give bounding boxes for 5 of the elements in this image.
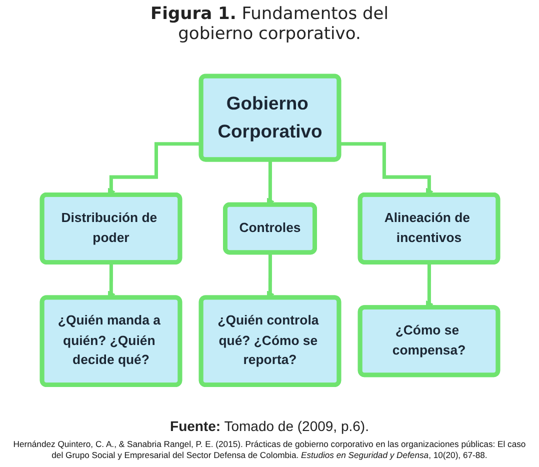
arrow bbox=[106, 142, 201, 196]
citation-text: Hernández Quintero, C. A., & Sanabria Rangel, P. E. (2015). Prácticas de gobierno corporativo en las organizaciones públicas: El caso del Grupo Social y Empresarial del Sector Defensa de Colombia. Estudios en Seguridad y Defensa, 10(20), 67-88. bbox=[12, 438, 527, 461]
source-caption: Fuente: Tomado de (2009, p.6). bbox=[170, 418, 369, 434]
arrow bbox=[338, 142, 433, 196]
figure-title: Figura 1. Fundamentos del gobierno corporativo. bbox=[150, 4, 390, 45]
